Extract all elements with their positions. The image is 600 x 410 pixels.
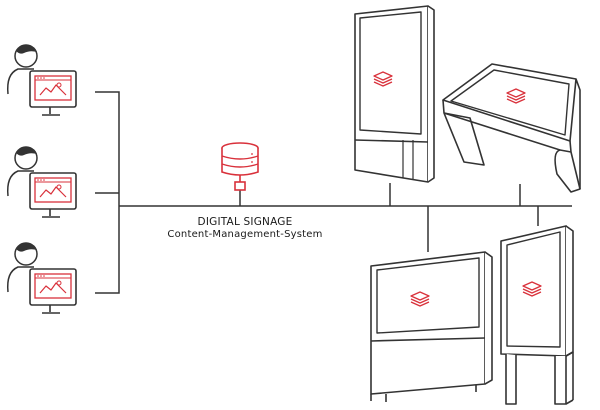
user-workstation-icon bbox=[6, 146, 77, 218]
portrait-stand-display bbox=[500, 225, 574, 405]
cms-title: DIGITAL SIGNAGE bbox=[197, 216, 293, 228]
workstation-3 bbox=[6, 242, 77, 314]
landscape-kiosk-display bbox=[370, 251, 493, 402]
user-workstation-icon bbox=[6, 242, 77, 314]
database-server-icon bbox=[221, 142, 259, 191]
user-workstation-icon bbox=[6, 44, 77, 116]
standing-totem-display bbox=[354, 5, 435, 183]
workstation-connector-lines bbox=[95, 91, 120, 294]
workstation-2 bbox=[6, 146, 77, 218]
table-kiosk-display bbox=[442, 63, 581, 193]
cms-subtitle: Content-Management-System bbox=[167, 229, 323, 240]
workstation-1 bbox=[6, 44, 77, 116]
network-bus bbox=[119, 183, 572, 252]
